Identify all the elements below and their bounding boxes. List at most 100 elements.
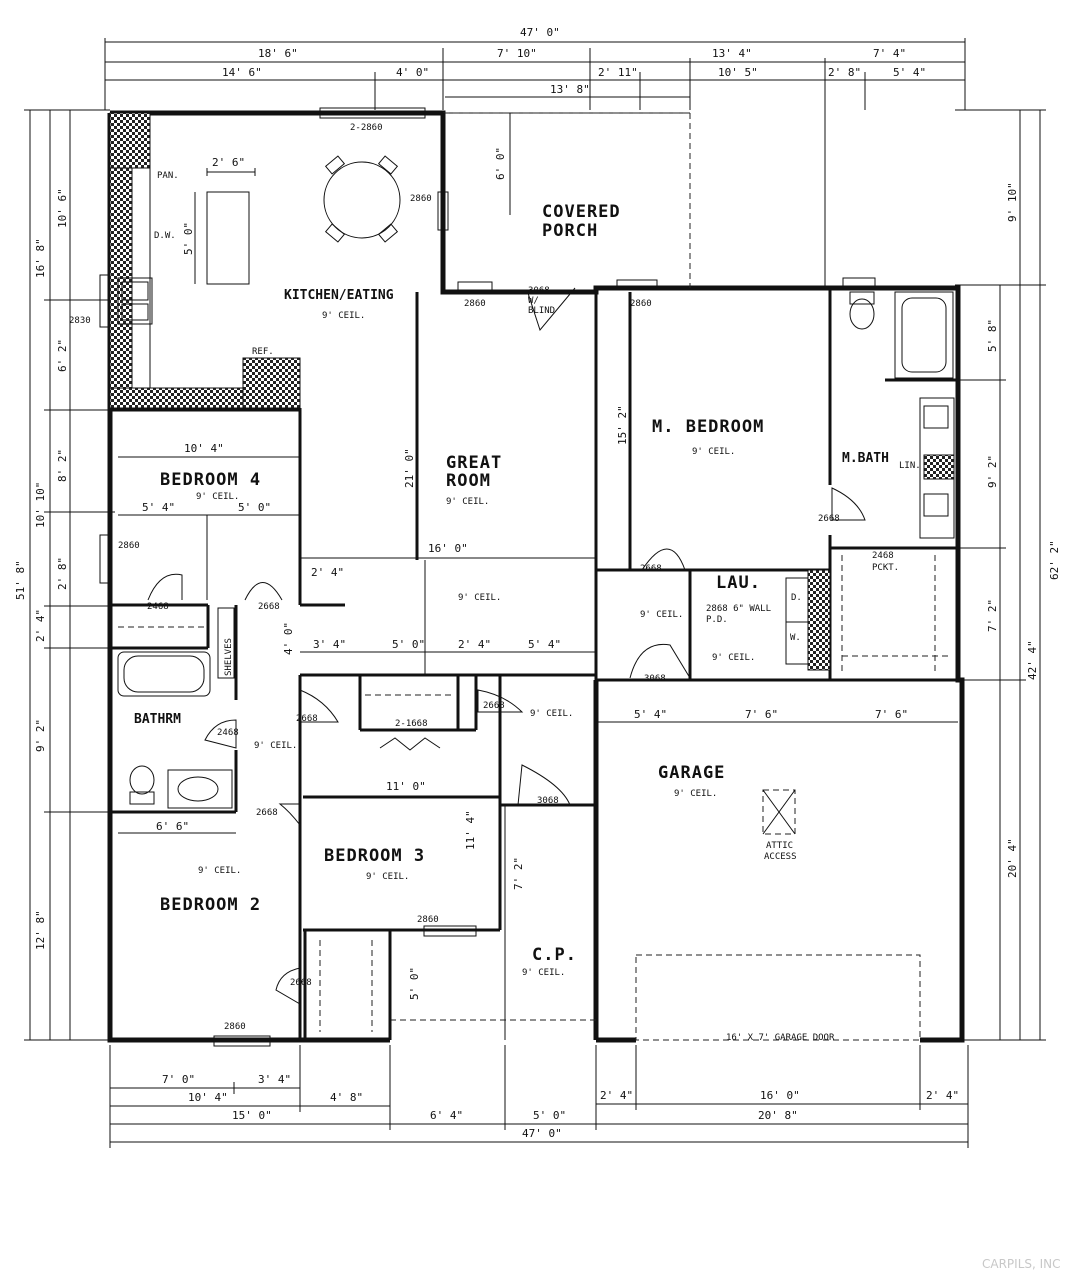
tag-door-bed2: 2668 [256,808,278,818]
dim-bot-a1: 7' 0" [162,1073,195,1086]
dim-bot-c4: 20' 8" [758,1109,798,1122]
dim-bot-b2: 4' 8" [330,1091,363,1104]
dim-top-2: 7' 10" [497,47,537,60]
ceil-hall-b: 9' CEIL. [640,610,683,620]
dim-top-r2-6: 5' 4" [893,66,926,79]
label-bedroom3: BEDROOM 3 [324,846,425,866]
dim-top-4: 7' 4" [873,47,906,60]
dim-island-h: 5' 0" [182,222,195,255]
dim-hall-a: 2' 4" [311,566,344,579]
dim-bot-c3: 5' 0" [533,1109,566,1122]
sink [117,277,153,325]
dim-hall-row-1: 3' 4" [313,638,346,651]
dim-left-overall: 51' 8" [14,560,27,600]
label-bedroom2: BEDROOM 2 [160,895,261,915]
label-kitchen: KITCHEN/EATING [284,288,394,303]
dim-left-e: 8' 2" [56,449,69,482]
label-refrigerator: REF. [252,347,274,357]
label-pocket-1: 2468 [872,551,894,561]
label-bathroom: BATHRM [134,712,181,727]
label-door-blind-3: BLIND [528,306,555,316]
dim-cp-bot: 5' 0" [408,967,421,1000]
tag-door-mbed: 2668 [640,564,662,574]
label-washer: W. [790,633,801,643]
dim-mbed-h: 15' 2" [616,405,629,445]
dim-right-e: 42' 4" [1026,640,1039,680]
dim-bed4-b: 5' 0" [238,501,271,514]
dim-bot-g1: 2' 4" [600,1089,633,1102]
door-swings [147,287,866,1005]
ceil-bedroom2: 9' CEIL. [198,866,241,876]
windows [99,107,876,1047]
label-shelves: SHELVES [224,638,234,676]
bottom-dimensions [109,1045,969,1148]
dim-bed4-w: 10' 4" [184,442,224,455]
tag-door-garage: 3068 [644,674,666,684]
label-door-blind-2: W/ [528,296,539,306]
vanity [167,769,233,809]
kitchen-wall-hatch-2 [109,167,133,394]
label-great-2: ROOM [446,471,491,491]
master-tub [894,291,954,379]
dim-great-w: 16' 0" [428,542,468,555]
label-porch-2: PORCH [542,221,598,241]
dining-table [323,161,401,239]
dim-top-overall: 47' 0" [520,26,560,39]
label-pd-2: P.D. [706,615,728,625]
dim-hall-b: 4' 0" [282,622,295,655]
label-porch-1: COVERED [542,202,621,222]
label-linen: LIN. [899,461,921,471]
ceil-laundry: 9' CEIL. [712,653,755,663]
dim-top-r2-1: 14' 6" [222,66,262,79]
label-attic-2: ACCESS [764,852,797,862]
label-pantry: PAN. [157,171,179,181]
interior-dimension-lines [118,113,958,1040]
tag-porch-window-1: 2860 [464,299,486,309]
tag-kitchen-side-window: 2860 [410,194,432,204]
dim-left-d: 10' 10" [34,482,47,528]
dim-hall-row-3: 2' 4" [458,638,491,651]
dim-top-r2-3: 2' 11" [598,66,638,79]
left-dimensions [24,109,115,1041]
top-dimensions [104,38,966,290]
label-dryer: D. [791,593,802,603]
dim-left-i: 12' 8" [34,910,47,950]
kitchen-island [206,191,250,285]
dim-island-w: 2' 6" [212,156,245,169]
label-bedroom4: BEDROOM 4 [160,470,261,490]
ceil-garage: 9' CEIL. [674,789,717,799]
tag-porch-window-2: 2860 [630,299,652,309]
washer [785,621,809,665]
dim-bot-g2: 16' 0" [760,1089,800,1102]
dim-right-overall: 62' 2" [1048,540,1061,580]
dim-left-a: 16' 8" [34,238,47,278]
dim-top-1: 18' 6" [258,47,298,60]
ceil-kitchen: 9' CEIL. [322,311,365,321]
shelves-unit [217,607,235,679]
dim-bot-c2: 6' 4" [430,1109,463,1122]
label-master-bedroom: M. BEDROOM [652,417,764,437]
dim-bot-b1: 10' 4" [188,1091,228,1104]
tag-bed4-window: 2860 [118,541,140,551]
dim-cp-h: 7' 2" [512,857,525,890]
tag-door-bed3: 2668 [483,701,505,711]
ceil-bedroom4: 9' CEIL. [196,492,239,502]
kitchen-wall-hatch [109,112,151,169]
dim-bot-a2: 3' 4" [258,1073,291,1086]
dim-left-g: 2' 4" [34,609,47,642]
right-dimensions [955,109,1046,1041]
dim-porch-h: 6' 0" [494,147,507,180]
label-attic-1: ATTIC [766,841,793,851]
tag-door-bed2-b: 2668 [290,978,312,988]
ceil-bedroom3: 9' CEIL. [366,872,409,882]
dim-hall-row-2: 5' 0" [392,638,425,651]
refrigerator-block [242,357,301,409]
dim-top-r2-5: 2' 8" [828,66,861,79]
dim-left-b: 10' 6" [56,188,69,228]
dim-left-f: 2' 8" [56,557,69,590]
dim-great-h: 21' 0" [403,448,416,488]
label-laundry: LAU. [716,573,761,593]
garage-door-outline [635,954,921,1041]
toilet [129,765,155,795]
